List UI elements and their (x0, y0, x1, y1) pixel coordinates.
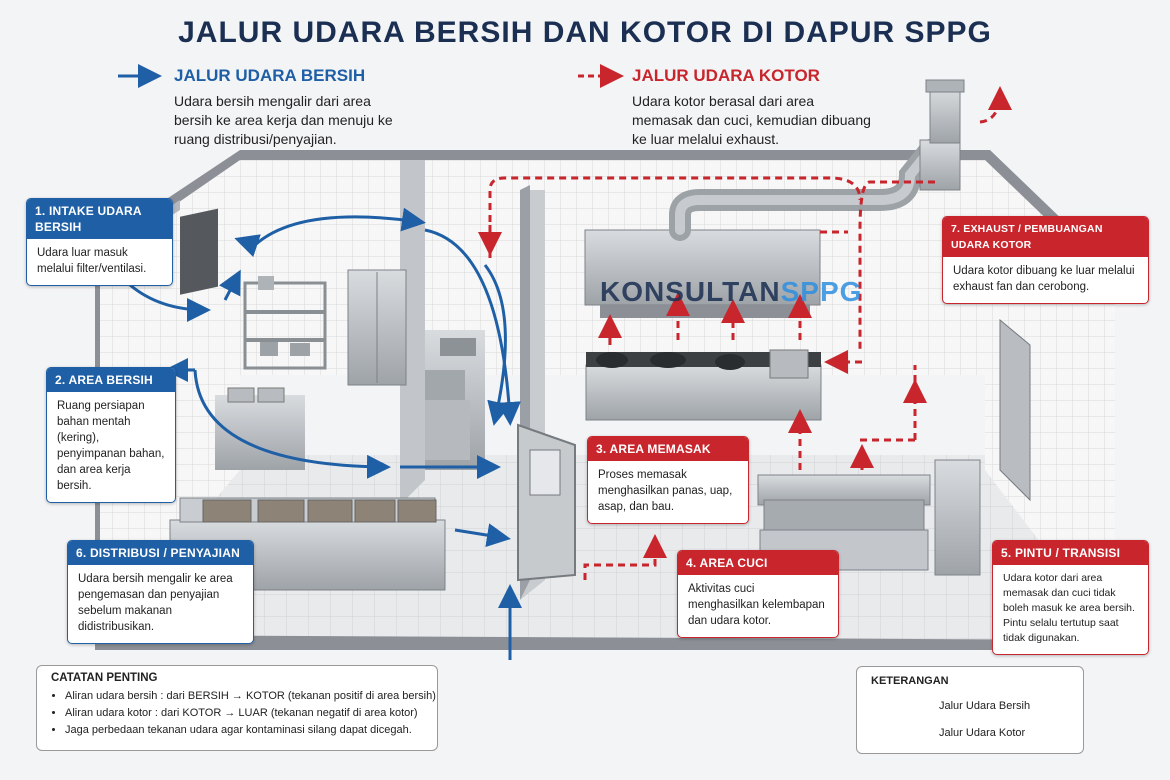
legend-dirty-label: Jalur Udara Kotor (939, 727, 1026, 739)
watermark: KONSULTANSPPG (600, 276, 862, 308)
callout-cooking-area-body: Proses memasak menghasilkan panas, uap, … (598, 469, 733, 513)
callout-washing-area-title: 4. AREA CUCI (678, 551, 838, 575)
callout-intake-body: Udara luar masuk melalui filter/ventilas… (37, 247, 147, 275)
watermark-part1: KONSULTAN (600, 276, 781, 307)
callout-exhaust: 7. EXHAUST / PEMBUANGAN UDARA KOTOR Udar… (942, 216, 1149, 304)
callout-cooking-area: 3. AREA MEMASAK Proses memasak menghasil… (587, 436, 749, 524)
clean-path-description: Udara bersih mengalir dari area bersih k… (174, 93, 393, 147)
callout-door-transition: 5. PINTU / TRANSISI Udara kotor dari are… (992, 540, 1149, 655)
callout-exhaust-title: 7. EXHAUST / PEMBUANGAN UDARA KOTOR (943, 217, 1148, 257)
callout-clean-area: 2. AREA BERSIH Ruang persiapan bahan men… (46, 367, 176, 503)
important-notes-box: CATATAN PENTING Aliran udara bersih : da… (36, 665, 438, 751)
legend-title: KETERANGAN (871, 675, 949, 687)
callout-washing-area-body: Aktivitas cuci menghasilkan kelembapan d… (688, 583, 825, 627)
watermark-part2: SPPG (780, 276, 863, 307)
clean-path-heading: JALUR UDARA BERSIH (174, 66, 366, 85)
callout-cooking-area-title: 3. AREA MEMASAK (588, 437, 748, 461)
dirty-path-description: Udara kotor berasal dari area memasak da… (632, 93, 871, 147)
page-title: JALUR UDARA BERSIH DAN KOTOR DI DAPUR SP… (178, 16, 992, 49)
callout-distribution-title: 6. DISTRIBUSI / PENYAJIAN (68, 541, 253, 565)
callout-washing-area: 4. AREA CUCI Aktivitas cuci menghasilkan… (677, 550, 839, 638)
callout-distribution-body: Udara bersih mengalir ke area pengemasan… (78, 573, 233, 633)
notes-item: Jaga perbedaan tekanan udara agar kontam… (65, 722, 437, 739)
notes-item: Aliran udara kotor : dari KOTOR → LUAR (… (65, 705, 437, 722)
callout-distribution: 6. DISTRIBUSI / PENYAJIAN Udara bersih m… (67, 540, 254, 644)
notes-title: CATATAN PENTING (51, 672, 158, 684)
callout-door-transition-body: Udara kotor dari area memasak dan cuci t… (1003, 572, 1135, 644)
dirty-path-heading: JALUR UDARA KOTOR (632, 66, 820, 85)
callout-clean-area-body: Ruang persiapan bahan mentah (kering), p… (57, 400, 165, 492)
notes-item: Aliran udara bersih : dari BERSIH → KOTO… (65, 688, 437, 705)
callout-intake: 1. INTAKE UDARA BERSIH Udara luar masuk … (26, 198, 173, 286)
callout-door-transition-title: 5. PINTU / TRANSISI (993, 541, 1148, 565)
legend-box: KETERANGAN Jalur Udara Bersih Jalur Udar… (856, 666, 1084, 754)
callout-clean-area-title: 2. AREA BERSIH (47, 368, 175, 392)
callout-intake-title: 1. INTAKE UDARA BERSIH (27, 199, 172, 239)
legend-clean-label: Jalur Udara Bersih (939, 700, 1031, 712)
callout-exhaust-body: Udara kotor dibuang ke luar melalui exha… (953, 265, 1135, 293)
